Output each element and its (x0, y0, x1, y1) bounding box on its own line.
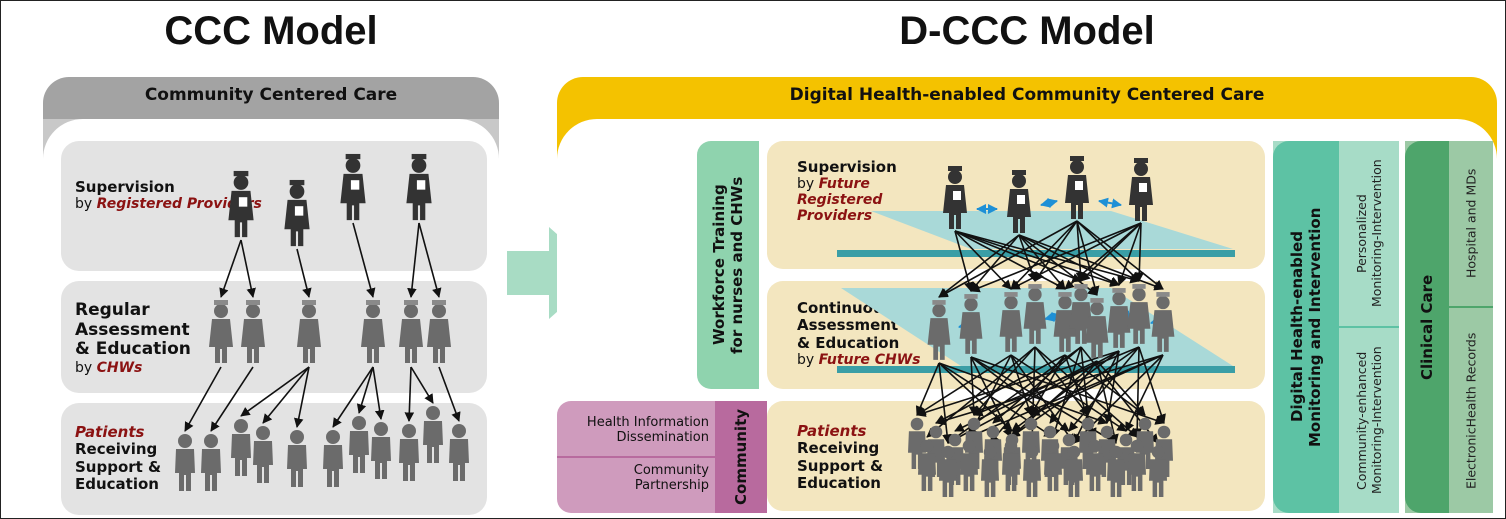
community-heading: Community (732, 408, 750, 506)
dccc-patients-label: Patients Receiving Support & Education (797, 422, 884, 492)
clinical-item-ehr: ElectronicHealth Records (1463, 332, 1479, 489)
dccc-model-title: D-CCC Model (899, 9, 1155, 53)
community-divider (557, 456, 715, 458)
ccc-patients-label: Patients Receiving Support & Education (75, 423, 162, 493)
ccc-supervision-label: Supervision by Registered Providers (75, 178, 262, 213)
digital-health-heading-strip (1273, 141, 1339, 513)
clinical-care-heading: Clinical Care (1418, 274, 1436, 380)
workforce-training-box (697, 141, 759, 389)
clinical-divider (1449, 306, 1493, 308)
ccc-assessment-label: Regular Assessment & Education by CHWs (75, 300, 191, 376)
ccc-model-title: CCC Model (164, 9, 378, 53)
dccc-header-label: Digital Health-enabled Community Centere… (789, 85, 1265, 105)
clinical-item-hospital: Hospital and MDs (1463, 168, 1479, 279)
ccc-header-label: Community Centered Care (144, 85, 398, 105)
dccc-assessment-label: Continuous Assessment & Education by Fut… (797, 299, 921, 368)
community-heading-strip (715, 401, 767, 513)
digital-divider (1339, 326, 1399, 328)
clinical-care-heading-strip (1405, 141, 1449, 513)
dccc-supervision-label: Supervision by Future Registered Provide… (797, 158, 897, 225)
